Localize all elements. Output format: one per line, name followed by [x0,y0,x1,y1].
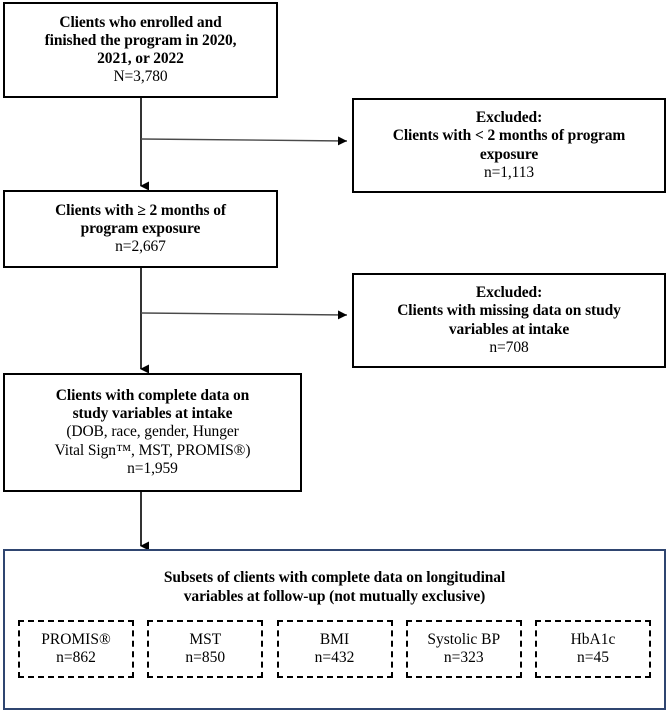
node-complete-data: Clients with complete data on study vari… [3,373,302,492]
subsets-row: PROMIS® n=862 MST n=850 BMI n=432 Systol… [5,620,664,679]
subset-box-bmi: BMI n=432 [276,620,393,679]
node-excluded-2-line-3: variables at intake [448,320,570,338]
node-enrolled-line-3: 2021, or 2022 [97,50,184,67]
node-enrolled: Clients who enrolled and finished the pr… [3,2,278,98]
subset-count-mst: n=850 [185,649,226,667]
node-excluded-1-line-2: Clients with < 2 months of program [392,127,626,145]
subset-label-bmi: BMI [319,630,350,648]
subset-label-hba1c: HbA1c [570,630,616,648]
node-enrolled-count: N=3,780 [113,68,168,86]
node-exposure-line-2: program exposure [80,219,201,237]
node-exposure-count: n=2,667 [115,238,166,256]
node-excluded-2-count: n=708 [489,338,529,356]
subsets-title-line-1: Subsets of clients with complete data on… [163,569,506,586]
subset-label-systolic-bp: Systolic BP [427,630,501,648]
node-excluded-1-line-3: exposure [479,145,539,163]
subset-box-systolic-bp: Systolic BP n=323 [405,620,522,679]
subset-count-hba1c: n=45 [577,649,609,667]
subset-count-bmi: n=432 [314,649,355,667]
subsets-title-line-2: variables at follow-up (not mutually exc… [183,587,486,605]
subset-box-hba1c: HbA1c n=45 [535,620,651,679]
subsets-container: Subsets of clients with complete data on… [3,549,666,710]
subset-box-mst: MST n=850 [147,620,264,679]
node-excluded-2-line-1: Excluded: [475,284,543,302]
node-complete-line-2: study variables at intake [72,405,233,423]
connector-branch-excluded-1 [140,136,348,146]
node-complete-detail-2: Vital Sign™, MST, PROMIS®) [54,441,251,459]
node-complete-count: n=1,959 [127,459,178,477]
node-complete-line-1: Clients with complete data on [55,387,250,405]
node-exposure-line-1: Clients with ≥ 2 months of [55,201,226,219]
node-excluded-exposure: Excluded: Clients with < 2 months of pro… [352,98,666,193]
node-complete-detail-1: (DOB, race, gender, Hunger [66,423,239,441]
node-excluded-2-line-2: Clients with missing data on study [397,302,621,320]
subset-count-promis: n=862 [56,649,96,667]
subset-count-systolic-bp: n=323 [443,649,484,667]
node-excluded-1-line-1: Excluded: [475,109,543,127]
node-enrolled-line-1: Clients who enrolled and [59,13,222,31]
subset-label-mst: MST [189,630,222,648]
subset-box-promis: PROMIS® n=862 [18,620,134,679]
node-excluded-1-count: n=1,113 [483,163,535,181]
subsets-title: Subsets of clients with complete data on… [75,569,595,606]
node-exposure: Clients with ≥ 2 months of program expos… [3,190,278,268]
node-enrolled-line-2: finished the program in 2020, [44,31,237,49]
node-excluded-missing-data: Excluded: Clients with missing data on s… [352,273,666,368]
connector-branch-excluded-2 [140,310,348,320]
subset-label-promis: PROMIS® [41,630,111,648]
